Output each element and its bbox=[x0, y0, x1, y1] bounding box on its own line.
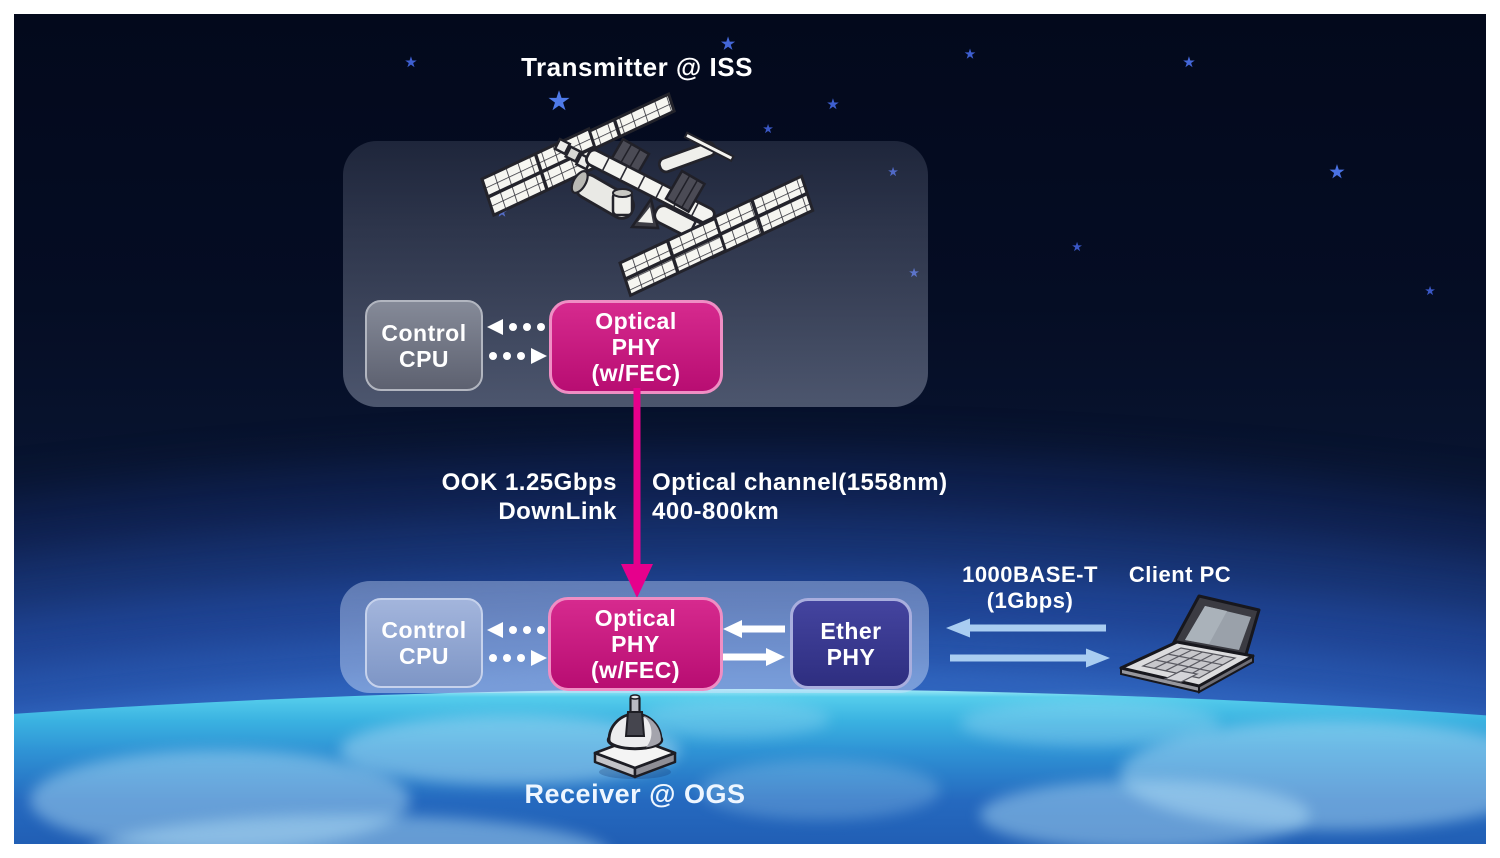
dotted-arrow-right-icon bbox=[486, 648, 548, 668]
optical-channel-label: Optical channel(1558nm) 400-800km bbox=[652, 468, 982, 526]
transmitter-control-cpu-box: Control CPU bbox=[365, 300, 483, 391]
ethernet-arrow-right-icon bbox=[946, 647, 1110, 669]
star-icon: ★ bbox=[1072, 241, 1082, 254]
control-cpu-label: Control bbox=[381, 617, 467, 643]
control-cpu-label: CPU bbox=[398, 643, 450, 669]
observatory-dome-icon bbox=[583, 688, 687, 784]
star-icon: ★ bbox=[888, 167, 898, 179]
star-icon: ★ bbox=[405, 54, 417, 70]
ethernet-standard-line2: (1Gbps) bbox=[986, 588, 1074, 613]
receiver-title: Receiver @ OGS bbox=[524, 779, 746, 809]
client-pc-label: Client PC bbox=[1128, 562, 1232, 587]
star-icon: ★ bbox=[1425, 285, 1435, 298]
laptop-icon bbox=[1113, 586, 1263, 696]
ether-phy-label: PHY bbox=[826, 643, 876, 670]
control-cpu-label: Control bbox=[381, 319, 467, 346]
dotted-arrow-left-icon bbox=[486, 317, 548, 337]
optical-phy-label: Optical bbox=[594, 605, 677, 631]
solid-arrow-right-icon bbox=[723, 647, 785, 667]
cloud-blob bbox=[700, 760, 940, 820]
star-icon: ★ bbox=[909, 268, 919, 280]
ethernet-standard-line1: 1000BASE-T bbox=[962, 562, 1098, 587]
downlink-arrow bbox=[617, 388, 657, 600]
downlink-modulation-label: OOK 1.25Gbps DownLink bbox=[380, 468, 617, 526]
optical-phy-label: PHY bbox=[611, 334, 661, 360]
downlink-modulation-line2: DownLink bbox=[498, 498, 617, 525]
optical-channel-line2: 400-800km bbox=[652, 498, 780, 525]
dotted-arrow-right-icon bbox=[486, 346, 548, 366]
dotted-arrow-left-icon bbox=[486, 620, 548, 640]
optical-phy-label: (w/FEC) bbox=[591, 360, 681, 386]
transmitter-title: Transmitter @ ISS bbox=[521, 52, 753, 82]
star-icon: ★ bbox=[720, 36, 736, 53]
ether-phy-label: Ether bbox=[820, 617, 882, 644]
cloud-blob bbox=[980, 780, 1310, 844]
star-icon: ★ bbox=[1183, 54, 1195, 70]
star-icon: ★ bbox=[1329, 162, 1345, 182]
ethernet-arrow-left-icon bbox=[946, 617, 1110, 639]
downlink-modulation-line1: OOK 1.25Gbps bbox=[441, 469, 617, 496]
ether-phy-box: Ether PHY bbox=[790, 598, 912, 689]
optical-phy-label: PHY bbox=[611, 631, 660, 657]
star-icon: ★ bbox=[827, 96, 839, 112]
cloud-blob bbox=[640, 700, 830, 738]
control-cpu-label: CPU bbox=[398, 345, 450, 372]
ethernet-standard-label: 1000BASE-T (1Gbps) bbox=[940, 562, 1120, 614]
optical-phy-label: (w/FEC) bbox=[590, 657, 681, 683]
receiver-optical-phy-box: Optical PHY (w/FEC) bbox=[548, 597, 723, 691]
iss-space-station-icon bbox=[460, 75, 830, 315]
solid-arrow-left-icon bbox=[723, 619, 785, 639]
optical-phy-label: Optical bbox=[595, 308, 677, 334]
transmitter-optical-phy-box: Optical PHY (w/FEC) bbox=[549, 300, 723, 394]
cloud-blob bbox=[960, 700, 1220, 746]
optical-channel-line1: Optical channel(1558nm) bbox=[652, 469, 948, 496]
receiver-control-cpu-box: Control CPU bbox=[365, 598, 483, 688]
star-icon: ★ bbox=[964, 47, 976, 61]
cloud-blob bbox=[1120, 720, 1486, 830]
cloud-blob bbox=[30, 750, 410, 844]
space-scene: ★ ★ ★ ★ ★ ★ ★ ★ ★ ★ ★ ★ ★ bbox=[14, 14, 1486, 844]
star-icon: ★ bbox=[763, 123, 773, 136]
earth-horizon bbox=[14, 689, 1486, 844]
star-icon: ★ bbox=[548, 88, 570, 115]
